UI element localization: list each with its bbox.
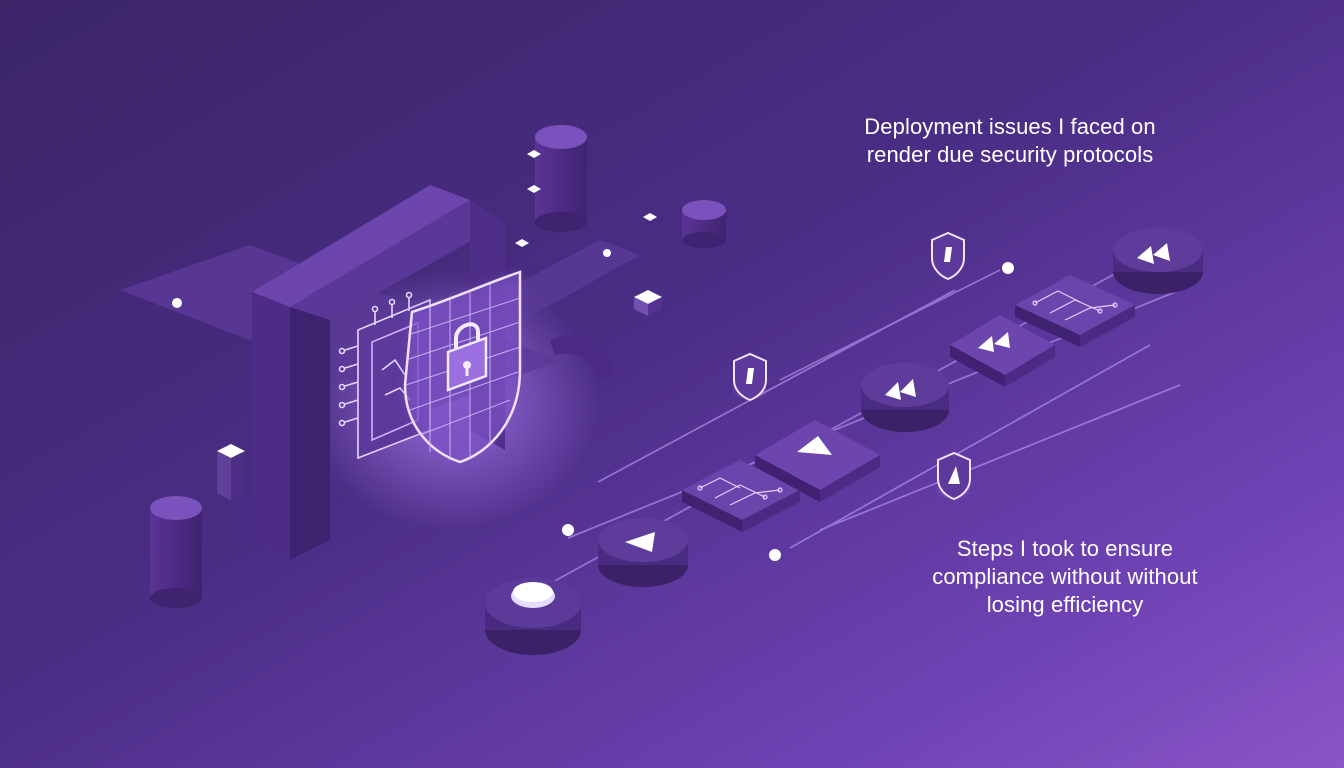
circuit-board-icon bbox=[682, 460, 800, 532]
flow-dot bbox=[769, 549, 781, 561]
curved-piece bbox=[550, 334, 615, 380]
caption-bottom-line: Steps I took to ensure bbox=[956, 536, 1174, 561]
arch-top-face bbox=[290, 200, 505, 320]
fast-forward-icon bbox=[950, 315, 1055, 387]
play-icon bbox=[598, 518, 688, 587]
caption-top: Deployment issues I faced on render due … bbox=[800, 113, 1220, 169]
small-shield-icon bbox=[930, 231, 966, 281]
caption-bottom-line: compliance without without bbox=[932, 564, 1198, 589]
platform-dot bbox=[172, 298, 182, 308]
database-cylinder-icon bbox=[682, 200, 726, 248]
caption-bottom-line: losing efficiency bbox=[986, 592, 1144, 617]
small-cube bbox=[634, 290, 662, 316]
arch-side-left bbox=[290, 262, 330, 560]
platform-dot bbox=[603, 249, 611, 257]
small-cube bbox=[643, 213, 657, 221]
arch-front-left bbox=[252, 278, 290, 560]
fast-forward-icon bbox=[861, 363, 949, 432]
fast-forward-icon bbox=[1113, 228, 1203, 294]
small-shield-icon bbox=[732, 352, 768, 402]
arch-top bbox=[252, 185, 470, 307]
start-button-disc bbox=[485, 578, 581, 655]
small-shield-icon bbox=[936, 451, 972, 501]
caption-top-line: render due security protocols bbox=[866, 142, 1154, 167]
small-cube bbox=[527, 150, 541, 158]
caption-top-line: Deployment issues I faced on bbox=[864, 114, 1156, 139]
database-cylinder-icon bbox=[535, 125, 587, 232]
shield-lock-icon bbox=[403, 270, 522, 464]
small-cube bbox=[217, 444, 245, 500]
small-cube bbox=[515, 239, 529, 247]
circuit-board-icon bbox=[1015, 275, 1135, 347]
small-cube bbox=[527, 185, 541, 193]
play-icon bbox=[755, 420, 880, 502]
flow-dot bbox=[1002, 262, 1014, 274]
flow-dot bbox=[562, 524, 574, 536]
caption-bottom: Steps I took to ensure compliance withou… bbox=[890, 535, 1240, 619]
database-cylinder-icon bbox=[150, 496, 202, 608]
